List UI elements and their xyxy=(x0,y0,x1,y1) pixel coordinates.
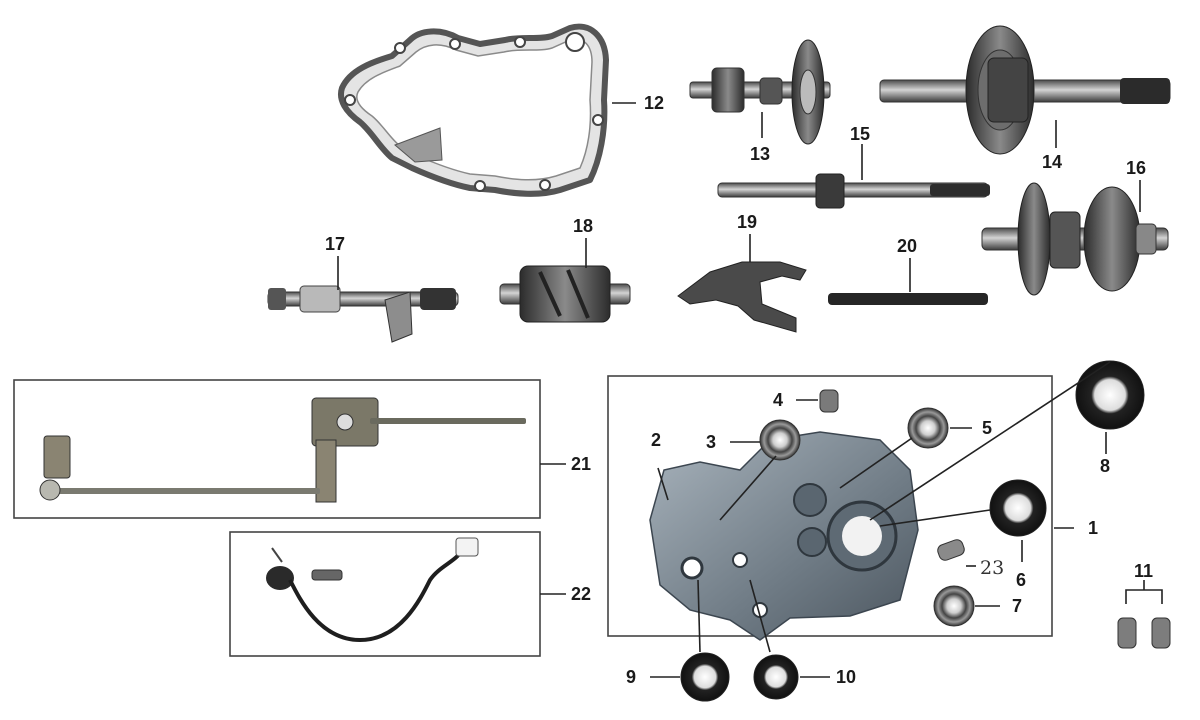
shift-drum-part xyxy=(499,265,631,323)
callout-19: 19 xyxy=(737,212,757,232)
callout-5: 5 xyxy=(982,418,992,438)
bushing-4 xyxy=(819,389,839,413)
callout-11: 11 xyxy=(1134,561,1153,581)
oil-seal-10 xyxy=(753,654,799,700)
bearing-3 xyxy=(759,419,801,461)
callout-23: 23 xyxy=(980,557,1004,579)
shift-shaft-part xyxy=(267,285,459,343)
main-shaft-part xyxy=(879,25,1171,155)
callout-10: 10 xyxy=(836,667,856,687)
leader-lines xyxy=(337,102,1163,678)
callout-13: 13 xyxy=(750,144,770,164)
shift-linkage-part xyxy=(39,397,526,503)
callout-1: 1 xyxy=(1088,518,1098,538)
oil-seal-6 xyxy=(989,479,1047,537)
callout-3: 3 xyxy=(706,432,716,452)
gasket-part xyxy=(338,23,609,197)
callout-18: 18 xyxy=(573,216,593,236)
dowel-23 xyxy=(937,539,965,561)
callout-16: 16 xyxy=(1126,158,1146,178)
linkage-box xyxy=(13,379,541,519)
callout-7: 7 xyxy=(1012,596,1022,616)
drive-shaft-part xyxy=(717,173,990,209)
fork-shaft-part xyxy=(828,293,988,305)
callout-14: 14 xyxy=(1042,152,1062,172)
counter-shaft-part xyxy=(689,39,831,145)
callout-22: 22 xyxy=(571,584,591,604)
callout-9: 9 xyxy=(626,667,636,687)
callout-12: 12 xyxy=(644,93,664,113)
crankcase-box xyxy=(607,375,1053,637)
sensor-harness-part xyxy=(266,537,479,643)
dowel-pins-11 xyxy=(1117,617,1171,649)
callout-6: 6 xyxy=(1016,570,1026,590)
callout-15: 15 xyxy=(850,124,870,144)
oil-seal-8 xyxy=(1075,360,1145,430)
oil-seal-9 xyxy=(680,652,730,702)
callout-20: 20 xyxy=(897,236,917,256)
shift-fork-part xyxy=(677,261,807,333)
sensor-box xyxy=(229,531,541,657)
bearing-7 xyxy=(933,585,975,627)
callout-4: 4 xyxy=(773,390,783,410)
gear-cluster-part xyxy=(981,182,1169,296)
callout-21: 21 xyxy=(571,454,591,474)
callout-2: 2 xyxy=(651,430,661,450)
crankcase-part xyxy=(649,431,919,641)
bearing-5 xyxy=(907,407,949,449)
callout-8: 8 xyxy=(1100,456,1110,476)
callout-17: 17 xyxy=(325,234,345,254)
callout-labels: 1 2 3 4 5 6 7 8 9 10 11 12 13 14 15 16 1… xyxy=(325,93,1153,687)
